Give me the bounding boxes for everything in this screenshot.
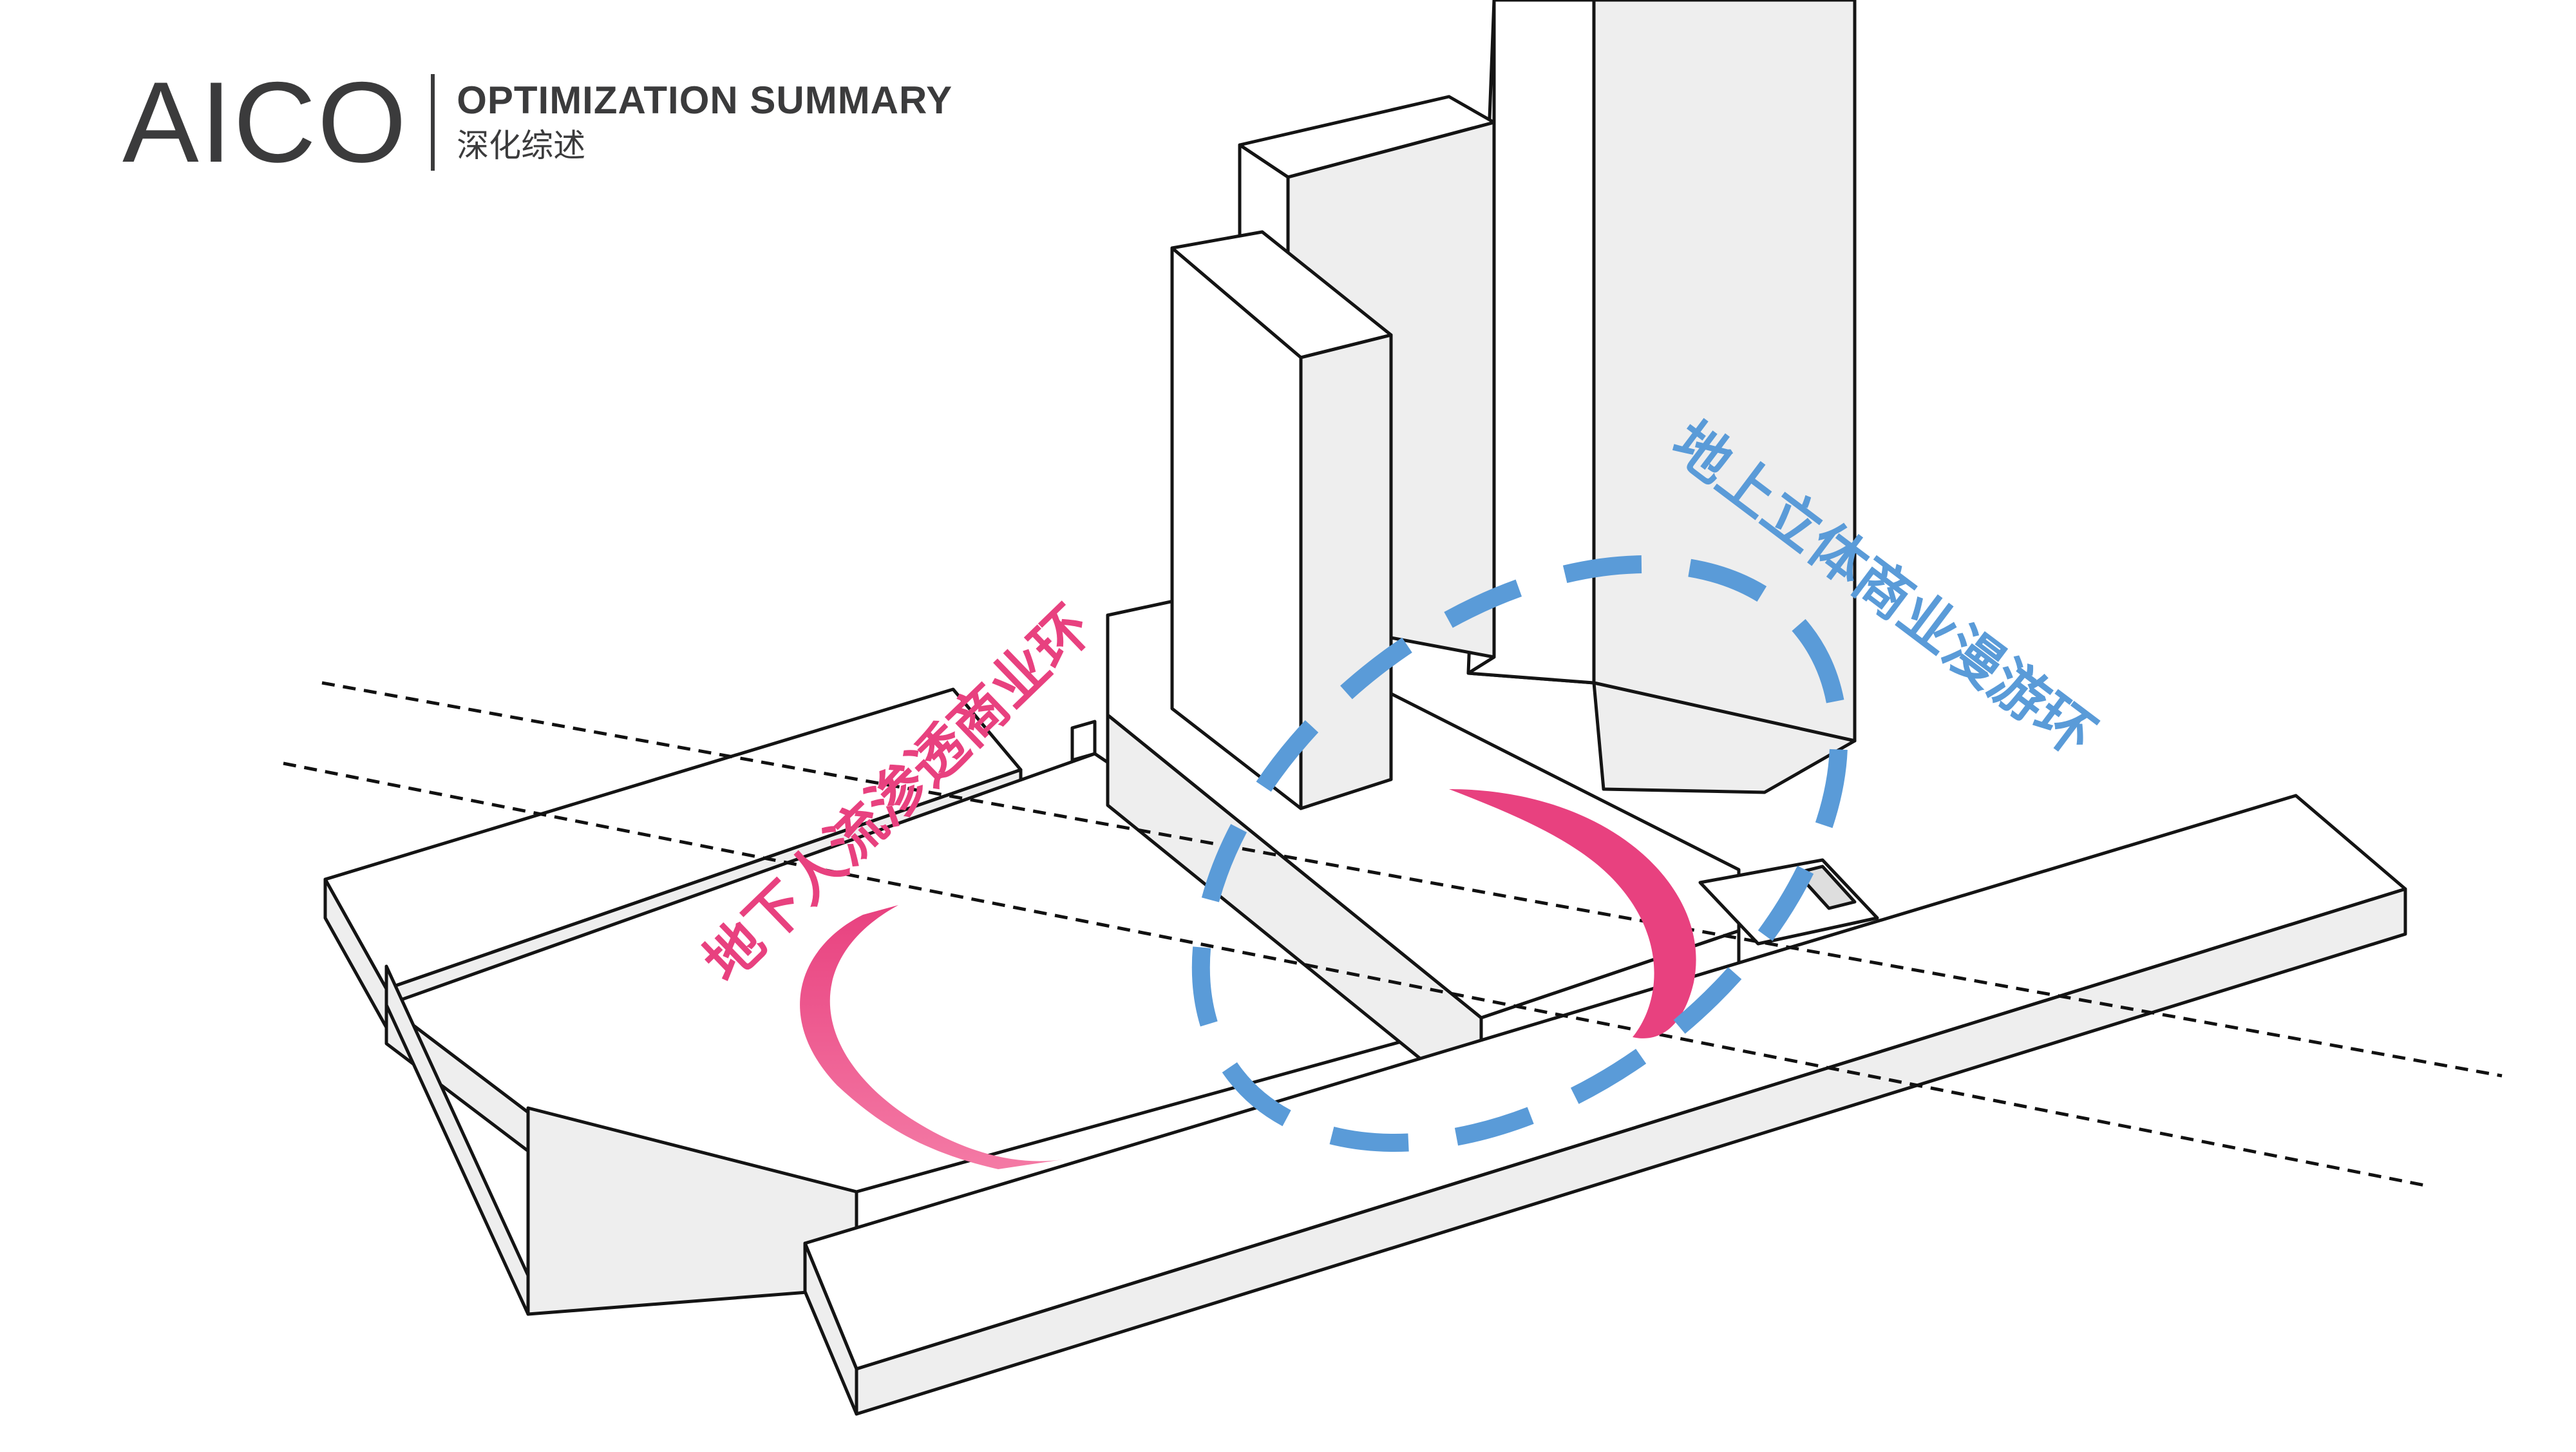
section-line-upper bbox=[321, 681, 2503, 1078]
left-plaza-slab-front bbox=[384, 964, 530, 1316]
front-tower-volume bbox=[1170, 230, 1393, 810]
underground-loop-right-arc bbox=[1449, 789, 1696, 1038]
page-header: AICO OPTIMIZATION SUMMARY 深化综述 bbox=[122, 58, 952, 186]
header-text-block: OPTIMIZATION SUMMARY 深化综述 bbox=[457, 79, 952, 166]
section-line-lower bbox=[283, 761, 2425, 1187]
page-subtitle: 深化综述 bbox=[457, 126, 586, 164]
brand-logo: AICO bbox=[122, 58, 408, 186]
page-title: OPTIMIZATION SUMMARY bbox=[457, 78, 953, 122]
header-divider bbox=[431, 74, 435, 171]
main-tower-volume bbox=[1466, 0, 1857, 794]
aboveground-loop-ellipse bbox=[1191, 555, 1848, 1152]
underground-loop-left-arc bbox=[800, 905, 1063, 1169]
